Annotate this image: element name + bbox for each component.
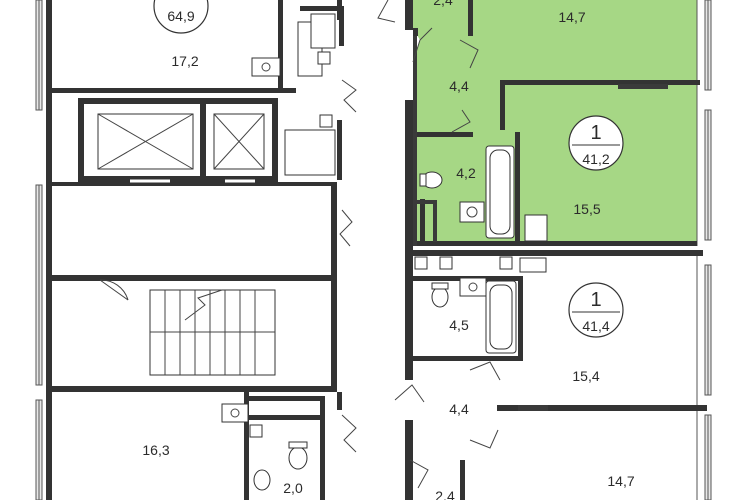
room-label: 4,5 [449, 317, 469, 333]
room-label: 2,0 [283, 480, 303, 496]
room-labels: 17,2 2,4 14,7 4,4 4,2 15,5 4,5 15,4 4,4 … [142, 0, 634, 500]
room-label: 14,7 [607, 473, 634, 489]
room-label: 15,5 [573, 201, 600, 217]
sink-icon-2 [221, 201, 548, 438]
room-label: 14,7 [558, 9, 585, 25]
svg-text:1: 1 [590, 122, 601, 144]
right-windows [704, 0, 712, 500]
room-label: 16,3 [142, 442, 169, 458]
apartment-badge-1[interactable]: 64,9 [153, 0, 209, 34]
bathtub-icon [485, 145, 517, 354]
elevator-icon [97, 113, 265, 183]
room-label: 4,2 [456, 165, 476, 181]
svg-text:41,2: 41,2 [582, 151, 609, 167]
highlighted-apartment[interactable] [413, 0, 697, 246]
apartment-badge-3[interactable]: 1 41,4 [568, 282, 624, 338]
svg-text:64,9: 64,9 [167, 8, 194, 24]
svg-text:41,4: 41,4 [582, 318, 609, 334]
toilet-icon [253, 171, 449, 491]
walls [46, 0, 707, 500]
room-label: 2,4 [435, 488, 455, 500]
svg-text:1: 1 [590, 289, 601, 311]
doors [99, 0, 501, 489]
sink-icon [251, 13, 336, 176]
room-label: 2,4 [433, 0, 453, 8]
room-label: 4,4 [449, 401, 469, 417]
room-label: 4,4 [449, 78, 469, 94]
staircase-icon [149, 289, 276, 376]
left-windows [35, 0, 43, 500]
room-label: 17,2 [171, 53, 198, 69]
room-label: 15,4 [572, 368, 599, 384]
apartment-badge-2[interactable]: 1 41,2 [568, 115, 624, 171]
